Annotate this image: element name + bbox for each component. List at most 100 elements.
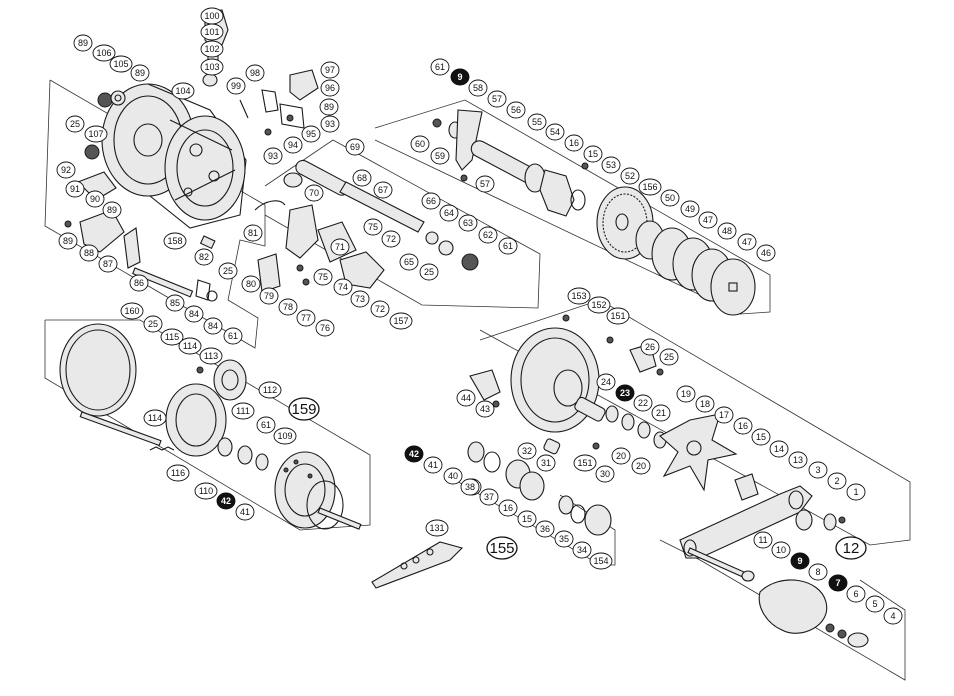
label-text: 100 — [204, 11, 219, 21]
label-oval — [320, 115, 340, 133]
label-oval — [363, 218, 383, 236]
part-label-151: 151 — [573, 454, 597, 472]
part-label-77: 77 — [296, 309, 316, 327]
label-oval — [178, 337, 202, 355]
part-label-66: 66 — [421, 192, 441, 210]
label-oval — [439, 204, 459, 222]
part-label-93: 93 — [263, 147, 283, 165]
label-text: 116 — [171, 468, 185, 478]
label-text: 65 — [404, 257, 414, 267]
label-text: 112 — [263, 385, 277, 395]
label-oval — [733, 417, 753, 435]
label-oval — [98, 255, 118, 273]
star-nut-154 — [584, 504, 612, 536]
label-text: 62 — [483, 230, 493, 240]
part-label-67: 67 — [373, 181, 393, 199]
part-label-154: 154 — [589, 552, 613, 570]
label-text: 15 — [522, 514, 532, 524]
part-label-92: 92 — [56, 161, 76, 179]
part-label-59: 59 — [430, 147, 450, 165]
part-label-72: 72 — [381, 230, 401, 248]
label-text: 58 — [473, 83, 483, 93]
part-label-89: 89 — [319, 98, 339, 116]
part-label-61: 61 — [498, 237, 518, 255]
tool-131 — [371, 541, 464, 589]
label-text: 111 — [236, 406, 250, 416]
label-oval — [756, 244, 776, 262]
label-oval — [330, 238, 350, 256]
part-label-96: 96 — [320, 79, 340, 97]
label-oval — [564, 134, 584, 152]
star-drag-wheel — [659, 413, 738, 492]
label-oval — [808, 461, 828, 479]
cast-control — [64, 171, 194, 298]
label-oval — [583, 145, 603, 163]
label-text: 47 — [703, 215, 713, 225]
label-oval — [423, 456, 443, 474]
label-oval — [595, 465, 615, 483]
label-oval — [350, 290, 370, 308]
label-text: 15 — [588, 149, 598, 159]
part-label-72: 72 — [370, 300, 390, 318]
part-label-158: 158 — [163, 232, 187, 250]
label-oval — [278, 298, 298, 316]
label-text: 72 — [386, 234, 396, 244]
label-text: 6 — [853, 589, 858, 599]
label-oval — [79, 244, 99, 262]
part-label-87: 87 — [98, 255, 118, 273]
label-text: 110 — [199, 486, 213, 496]
label-oval — [640, 338, 660, 356]
part-label-26: 26 — [640, 338, 660, 356]
label-text: 95 — [306, 129, 316, 139]
part-label-48: 48 — [717, 222, 737, 240]
part-label-35: 35 — [554, 530, 574, 548]
label-text: 105 — [113, 59, 128, 69]
label-oval — [315, 319, 335, 337]
part-label-16: 16 — [498, 499, 518, 517]
label-oval — [486, 536, 518, 560]
label-oval — [288, 397, 320, 421]
label-oval — [737, 233, 757, 251]
part-label-111: 111 — [231, 402, 255, 420]
label-text: 103 — [204, 62, 219, 72]
label-text: 113 — [204, 351, 218, 361]
label-oval — [589, 552, 613, 570]
label-oval — [102, 201, 122, 219]
label-text: 20 — [636, 461, 646, 471]
label-oval — [456, 389, 476, 407]
label-text: 109 — [277, 431, 292, 441]
label-text: 152 — [591, 300, 606, 310]
label-text: 13 — [793, 455, 803, 465]
label-text: 9 — [797, 556, 802, 566]
part-label-15: 15 — [583, 145, 603, 163]
label-text: 61 — [261, 420, 271, 430]
label-text: 104 — [175, 86, 190, 96]
part-label-63: 63 — [458, 214, 478, 232]
label-oval — [620, 167, 640, 185]
part-label-74: 74 — [333, 278, 353, 296]
part-label-109: 109 — [273, 427, 297, 445]
level-wind — [195, 159, 479, 302]
label-text: 153 — [571, 291, 586, 301]
label-oval — [165, 294, 185, 312]
label-text: 16 — [738, 421, 748, 431]
label-text: 21 — [656, 408, 666, 418]
label-oval — [184, 305, 204, 323]
label-oval — [790, 552, 810, 570]
part-label-84: 84 — [184, 305, 204, 323]
part-label-47: 47 — [698, 211, 718, 229]
label-text: 25 — [664, 352, 674, 362]
label-text: 41 — [428, 460, 438, 470]
part-label-156: 156 — [638, 178, 662, 196]
label-oval — [695, 395, 715, 413]
label-text: 15 — [756, 432, 766, 442]
label-oval — [425, 519, 449, 537]
part-label-3: 3 — [808, 461, 828, 479]
side-cover-160 — [59, 323, 137, 417]
part-label-153: 153 — [567, 287, 591, 305]
label-oval — [808, 563, 828, 581]
label-oval — [545, 123, 565, 141]
label-oval — [200, 58, 224, 76]
label-oval — [389, 312, 413, 330]
part-label-36: 36 — [535, 520, 555, 538]
